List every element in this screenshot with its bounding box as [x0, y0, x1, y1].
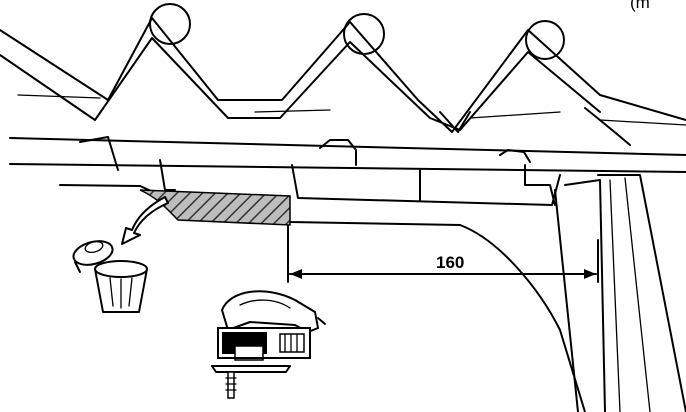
truss-frame: [0, 3, 686, 146]
trash-bin-icon: [94, 260, 148, 313]
side-frame: [459, 174, 686, 412]
dimension-unit-label: (m: [630, 0, 650, 12]
dimension-value: 160: [436, 253, 464, 272]
dimension-160: 160: [287, 225, 599, 283]
jigsaw-icon: [211, 290, 326, 399]
clip-fastener-icon: [72, 240, 114, 273]
cut-away-section: [139, 189, 291, 226]
sill-panel: [9, 136, 686, 226]
removal-arrow-icon: [121, 196, 169, 245]
